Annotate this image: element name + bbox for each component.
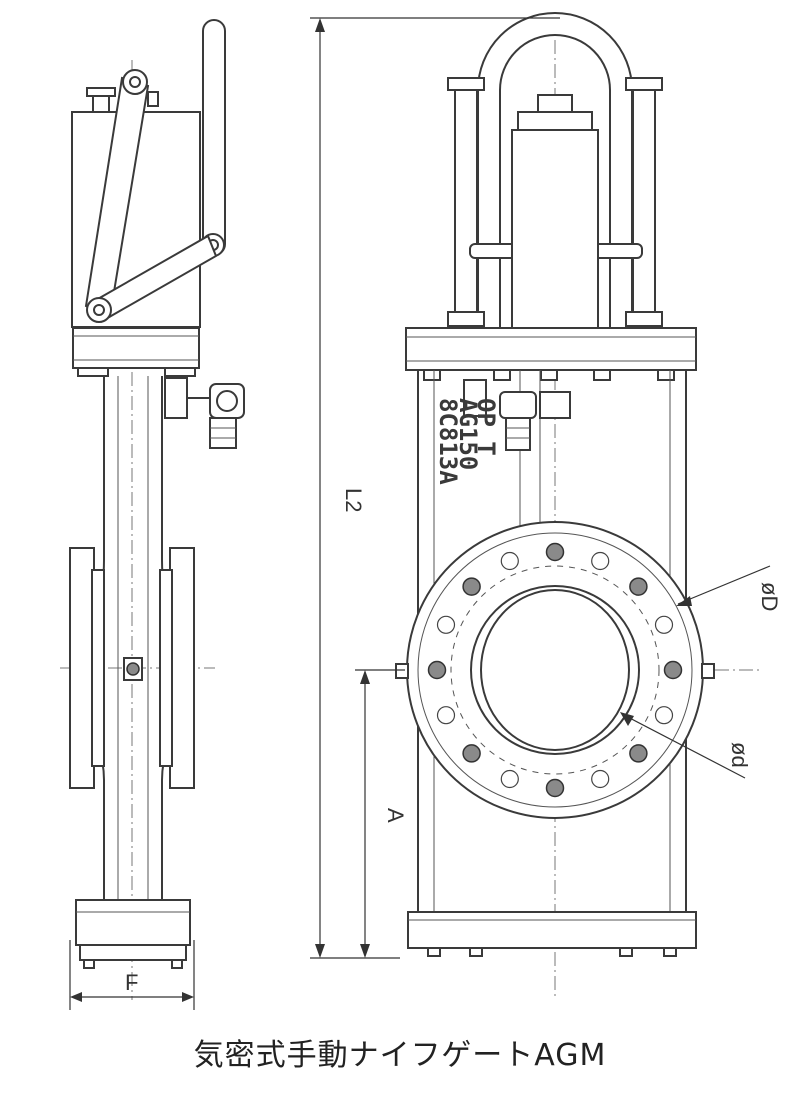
flange-bolt	[654, 615, 674, 634]
dimension-A: A	[355, 669, 408, 958]
flange-bolt	[427, 660, 447, 680]
flange-bolt	[545, 542, 565, 562]
dimension-L2: L2	[310, 17, 560, 959]
side-bottom-plate	[79, 944, 187, 961]
flange-face	[395, 521, 715, 819]
stamp-line-2: AG150	[454, 398, 482, 470]
flange-bolt	[436, 615, 456, 634]
side-center-bolt	[123, 657, 143, 681]
top-flange-nuts	[423, 369, 675, 381]
flange-bolt	[591, 769, 610, 789]
dimension-d-label: ød	[727, 742, 752, 768]
stamp-line-1: OP T	[472, 398, 500, 456]
flange-bolt	[663, 660, 683, 680]
flange-bolt-circle	[427, 542, 683, 798]
front-view: OP T AG150 8C813A	[310, 12, 782, 1000]
side-flanges	[69, 547, 195, 789]
top-knob	[86, 87, 116, 116]
flange-bolt	[654, 706, 674, 725]
technical-drawing: F	[60, 12, 782, 1010]
manual-handle	[201, 19, 226, 257]
limit-switch	[164, 377, 245, 449]
dimension-A-label: A	[383, 808, 408, 823]
flange-bolt	[462, 744, 481, 763]
side-view: F	[60, 19, 245, 1010]
screw-cylinder	[511, 94, 599, 331]
front-top-flange	[405, 327, 697, 371]
figure-caption: 気密式手動ナイフゲートAGM	[193, 1038, 607, 1073]
dimension-D: øD	[676, 565, 782, 611]
flange-bolt	[545, 778, 565, 798]
guide-rods	[447, 77, 663, 327]
dimension-F-label: F	[125, 970, 138, 995]
linkage-arms	[84, 69, 218, 323]
flange-bolt	[591, 551, 610, 571]
stamp-line-3: 8C813A	[434, 398, 462, 485]
u-handle-inner	[499, 34, 611, 330]
flange-bolt	[629, 577, 648, 596]
front-limit-switch	[463, 379, 571, 451]
flange-bolt	[500, 551, 519, 571]
dimension-F: F	[69, 940, 195, 1010]
dimension-d: ød	[620, 712, 752, 779]
flange-bolt	[629, 744, 648, 763]
dimension-L2-label: L2	[341, 488, 366, 512]
u-handle-outer	[477, 12, 633, 330]
side-top-flange	[72, 327, 200, 369]
flange-bolt	[462, 577, 481, 596]
flange-bolt	[500, 769, 519, 789]
flange-bolt	[436, 706, 456, 725]
body-stamp: OP T AG150 8C813A	[434, 398, 500, 485]
dimension-D-label: øD	[757, 582, 782, 611]
front-bottom	[407, 911, 697, 957]
